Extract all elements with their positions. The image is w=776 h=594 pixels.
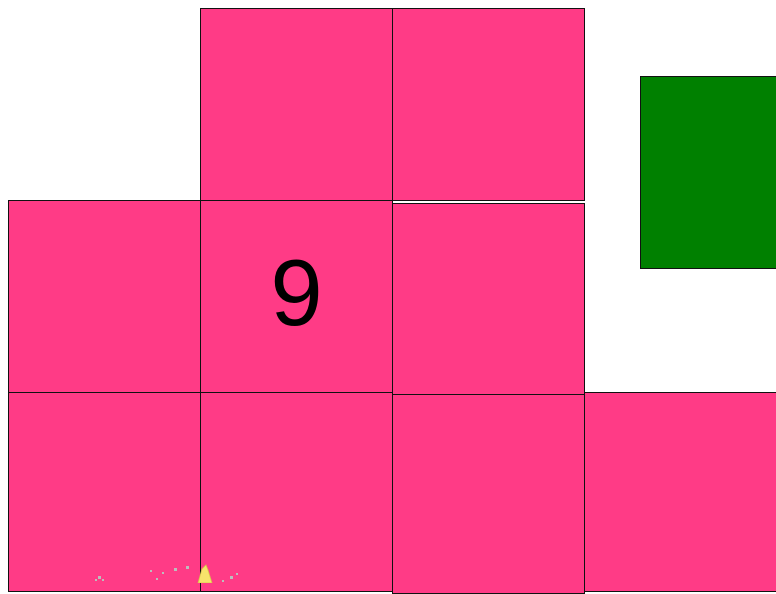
tile-r2-c3[interactable]	[584, 392, 776, 592]
green-target-square[interactable]	[640, 76, 776, 269]
tile-r2-c2[interactable]	[392, 394, 585, 594]
tile-r1-c0[interactable]	[8, 200, 201, 393]
tile-r1-c2[interactable]	[392, 203, 585, 396]
tile-r0-c2[interactable]	[392, 8, 585, 201]
tile-r1-c1[interactable]: 9	[200, 200, 393, 393]
tile-r2-c0[interactable]	[8, 392, 201, 592]
tile-number: 9	[270, 246, 322, 340]
tile-r0-c1[interactable]	[200, 8, 393, 201]
tile-r2-c1[interactable]	[200, 392, 393, 592]
